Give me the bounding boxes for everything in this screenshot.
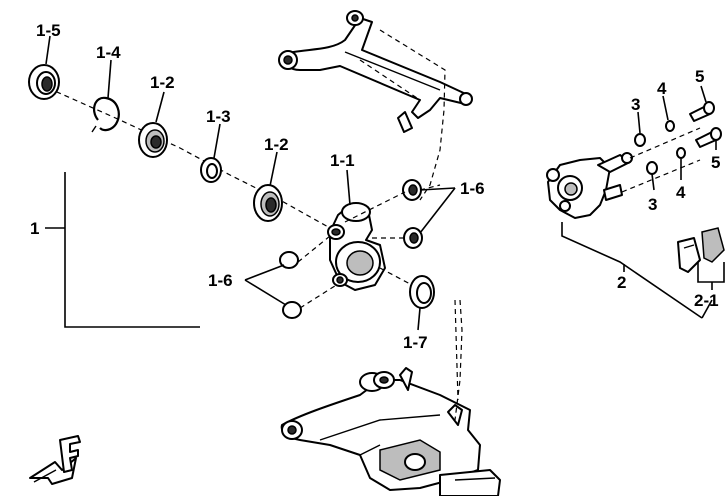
brake-pads-part: [677, 227, 725, 273]
snap-ring-part: [91, 96, 120, 133]
oil-seal-part: [28, 64, 60, 100]
bracket-knuckle-assembly: [64, 172, 200, 328]
collar-upper-parts: [402, 179, 423, 249]
axis-line-collar-5: [299, 283, 339, 309]
label-bolt-lower: 5: [711, 153, 720, 172]
label-bearing-inner: 1-2: [264, 135, 289, 154]
label-collar-lower: 1-6: [208, 271, 233, 290]
label-collar-upper: 1-6: [460, 179, 485, 198]
bearing-inner-part: [253, 184, 283, 222]
label-washer-lower: 3: [648, 195, 657, 214]
axis-line-caliper-lower: [621, 159, 701, 193]
axis-line-bearings: [47, 87, 331, 229]
label-knuckle: 1-1: [330, 151, 355, 170]
label-dust-seal: 1-7: [403, 333, 428, 352]
label-oil-seal: 1-5: [36, 21, 61, 40]
label-bolt-upper: 5: [695, 67, 704, 86]
label-knuckle-assembly: 1: [30, 219, 39, 238]
brake-caliper-part: [546, 152, 633, 219]
bolt-lower-part: [695, 127, 722, 148]
lockwasher-upper-part: [665, 120, 675, 132]
label-caliper-assembly: 2: [617, 273, 626, 292]
collar-lower-parts: [279, 251, 302, 319]
upper-a-arm: [278, 10, 473, 133]
assembly-line-upper-arm-2: [359, 59, 421, 101]
label-spacer: 1-3: [206, 107, 231, 126]
bearing-outer-part: [138, 122, 168, 158]
lower-a-arm: [280, 367, 501, 497]
bolt-upper-part: [689, 101, 715, 122]
assembly-line-upper-arm: [379, 29, 446, 201]
label-washer-upper: 3: [631, 95, 640, 114]
dust-seal-part: [409, 275, 435, 309]
label-snap-ring: 1-4: [96, 43, 121, 62]
spacer-part: [200, 157, 222, 183]
washer-lower-part: [646, 161, 658, 175]
bracket-caliper-assembly: [561, 222, 703, 319]
label-lockwasher-upper: 4: [657, 79, 667, 98]
assembly-line-lower-arm-2: [454, 299, 459, 401]
axis-line-caliper-upper: [629, 127, 701, 159]
bracket-brake-pads: [697, 262, 725, 283]
label-lockwasher-lower: 4: [676, 183, 686, 202]
front-direction-arrow-icon: [29, 435, 81, 485]
axis-line-dust-seal: [379, 267, 413, 286]
axis-line-collar-4: [297, 235, 331, 263]
lockwasher-lower-part: [676, 147, 686, 159]
washer-upper-part: [634, 133, 646, 147]
knuckle-part: [327, 202, 386, 291]
label-brake-pads: 2-1: [694, 291, 719, 310]
label-bearing-outer: 1-2: [150, 73, 175, 92]
axis-line-collar-1: [344, 191, 406, 223]
